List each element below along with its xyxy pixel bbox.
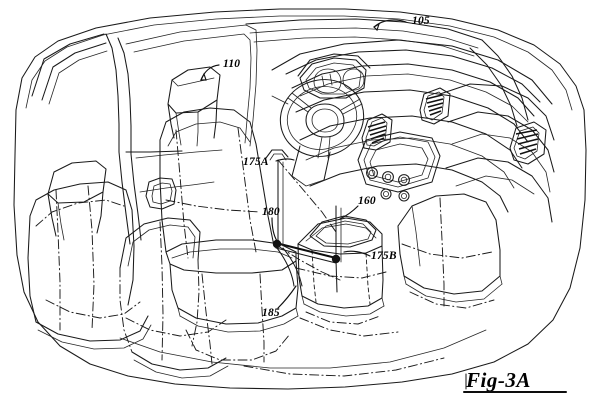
callout-175b: 175B (343, 250, 397, 262)
figure-label-group: Fig-3A (463, 368, 567, 393)
callout-175a-text: 175A (243, 156, 269, 168)
callout-160-text: 160 (358, 195, 376, 207)
callout-160: 160 (339, 195, 376, 220)
callout-110: 110 (200, 58, 240, 81)
control-knobs (366, 167, 410, 202)
center-console-box (295, 215, 387, 325)
rear-side-window (31, 24, 258, 155)
callout-105: 105 (373, 15, 430, 32)
instrument-cluster (297, 53, 371, 99)
passenger-side-vent (509, 121, 547, 165)
center-stack (357, 87, 451, 202)
figure-label: Fig-3A (465, 368, 531, 392)
console-armrest-lid (309, 215, 377, 248)
callout-175b-text: 175B (371, 250, 397, 262)
callout-180: 180 (262, 206, 280, 242)
driver-seat-back (159, 107, 275, 259)
passenger-seat-cushion (397, 193, 503, 309)
callout-110-text: 110 (223, 58, 240, 70)
dashboard (271, 39, 553, 213)
callout-105-text: 105 (412, 15, 430, 27)
vehicle-body-outline (13, 8, 587, 390)
callout-175a: 175A (243, 156, 295, 168)
rear-bench-seat (27, 160, 152, 350)
rear-door-panel (118, 149, 223, 245)
callout-185: 185 (262, 285, 297, 319)
callout-185-text: 185 (262, 307, 280, 319)
passenger-dash (439, 83, 555, 223)
pivot-node-180 (272, 239, 282, 249)
pivot-node-175b (331, 254, 341, 264)
pivot-linkage-bar (265, 149, 342, 293)
steering-wheel (271, 79, 365, 187)
floor-tunnel (119, 317, 487, 377)
callout-180-text: 180 (262, 206, 280, 218)
